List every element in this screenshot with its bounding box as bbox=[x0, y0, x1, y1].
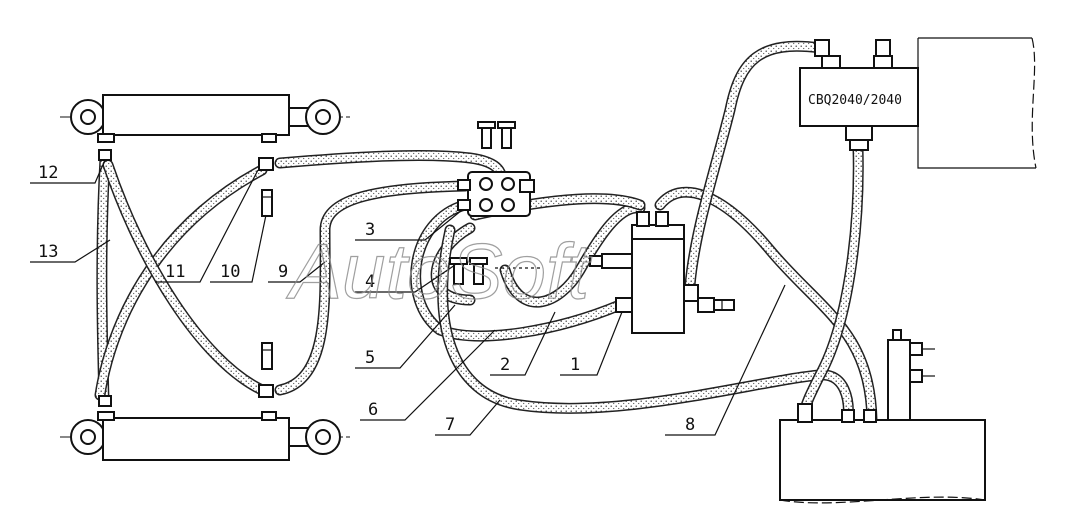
pump-model-label: CBQ2040/2040 bbox=[808, 93, 902, 108]
callout-7: 7 bbox=[445, 415, 455, 435]
callout-10: 10 bbox=[220, 262, 240, 282]
pump: CBQ2040/2040 bbox=[799, 37, 1037, 169]
cylinder-fittings bbox=[98, 149, 274, 407]
callout-5: 5 bbox=[365, 348, 375, 368]
upper-cylinder bbox=[60, 94, 350, 143]
hoses bbox=[94, 40, 878, 426]
callout-2: 2 bbox=[500, 355, 510, 375]
callout-9: 9 bbox=[278, 262, 288, 282]
flow-valve bbox=[589, 211, 735, 334]
steering-valve-block bbox=[449, 121, 540, 285]
lower-cylinder bbox=[60, 411, 350, 461]
callout-13: 13 bbox=[38, 242, 58, 262]
callouts: 12 13 11 10 9 3 4 5 6 2 1 7 8 bbox=[30, 159, 786, 436]
callout-1: 1 bbox=[570, 355, 580, 375]
callout-3: 3 bbox=[365, 220, 375, 240]
callout-11: 11 bbox=[165, 262, 185, 282]
oil-tank bbox=[779, 329, 986, 504]
watermark: AutoSoft bbox=[286, 227, 593, 315]
callout-4: 4 bbox=[365, 272, 375, 292]
callout-8: 8 bbox=[685, 415, 695, 435]
callout-6: 6 bbox=[368, 400, 378, 420]
callout-12: 12 bbox=[38, 163, 58, 183]
